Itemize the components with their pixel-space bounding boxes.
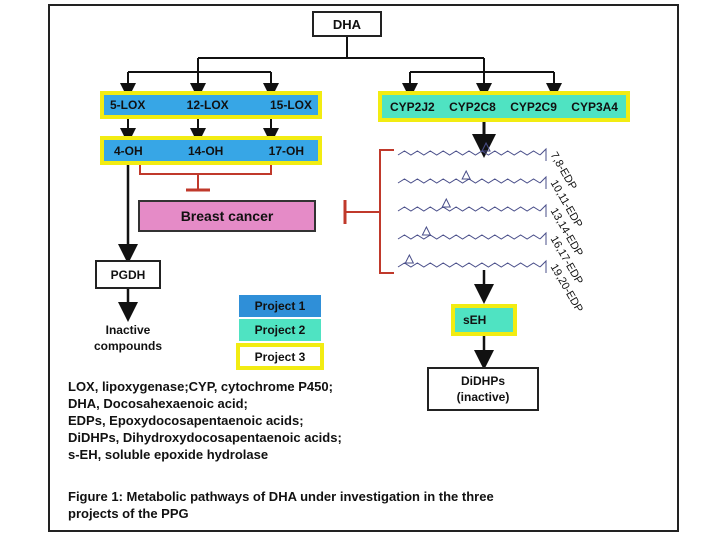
cyp-2j2: CYP2J2 xyxy=(390,99,435,114)
dha-box: DHA xyxy=(312,11,382,37)
pgdh-label: PGDH xyxy=(110,267,146,282)
oh-4: 4-OH xyxy=(114,143,143,158)
abbrev-5: s-EH, soluble epoxide hydrolase xyxy=(68,447,269,462)
lox-15: 15-LOX xyxy=(269,98,312,112)
caption-line-2: projects of the PPG xyxy=(68,506,189,521)
epoxide-ring-1 xyxy=(481,141,491,152)
lox-enzymes-box: 5-LOX 12-LOX 15-LOX xyxy=(100,91,322,119)
cyp-enzymes-box: CYP2J2 CYP2C8 CYP2C9 CYP3A4 xyxy=(378,91,630,122)
epoxide-ring-4 xyxy=(421,225,432,236)
figure-caption: Figure 1: Metabolic pathways of DHA unde… xyxy=(68,488,494,522)
cyp-3a4: CYP3A4 xyxy=(571,99,618,114)
oh-14: 14-OH xyxy=(187,143,224,158)
epoxide-chain-5 xyxy=(397,262,541,268)
carboxyl-group-3 xyxy=(539,203,547,217)
epoxide-chain-4 xyxy=(397,234,541,240)
carboxyl-group-5 xyxy=(539,259,547,273)
inactive-compounds-label: Inactive compounds xyxy=(90,322,166,354)
seh-label: sEH xyxy=(463,313,487,327)
inactive-line-1: Inactive xyxy=(105,323,151,337)
epoxide-ring-3 xyxy=(441,197,452,208)
legend-project-3-label: Project 3 xyxy=(254,349,306,364)
legend-project-3: Project 3 xyxy=(236,343,324,370)
inactive-line-2: compounds xyxy=(94,339,162,353)
pgdh-box: PGDH xyxy=(95,260,161,289)
epoxide-ring-2 xyxy=(461,169,471,180)
caption-line-1: Figure 1: Metabolic pathways of DHA unde… xyxy=(68,489,494,504)
legend-project-1: Project 1 xyxy=(239,295,321,317)
seh-box: sEH xyxy=(451,304,517,336)
didhps-line-1: DiDHPs xyxy=(460,374,505,388)
dha-label: DHA xyxy=(332,16,362,32)
legend-project-2: Project 2 xyxy=(239,319,321,341)
oh-17: 17-OH xyxy=(268,143,304,158)
carboxyl-group-4 xyxy=(539,231,547,245)
carboxyl-group-1 xyxy=(539,147,547,161)
breast-cancer-label: Breast cancer xyxy=(180,208,274,224)
epoxide-ring-5 xyxy=(404,253,415,264)
legend-project-1-label: Project 1 xyxy=(254,299,306,313)
didhps-line-2: (inactive) xyxy=(456,390,510,404)
abbrev-2: DHA, Docosahexaenoic acid; xyxy=(68,396,248,411)
didhps-box: DiDHPs (inactive) xyxy=(427,367,539,411)
legend-project-2-label: Project 2 xyxy=(254,323,306,337)
epoxide-chain-1 xyxy=(397,150,541,156)
abbrev-3: EDPs, Epoxydocosapentaenoic acids; xyxy=(68,413,304,428)
abbrev-4: DiDHPs, Dihydroxydocosapentaenoic acids; xyxy=(68,430,342,445)
epoxide-chain-3 xyxy=(397,206,541,212)
cyp-2c8: CYP2C8 xyxy=(449,99,496,114)
cyp-2c9: CYP2C9 xyxy=(510,99,557,114)
carboxyl-group-2 xyxy=(539,175,547,189)
lox-5: 5-LOX xyxy=(110,98,146,112)
abbreviations-list: LOX, lipoxygenase;CYP, cytochrome P450; … xyxy=(68,378,342,463)
hydroxy-products-box: 4-OH 14-OH 17-OH xyxy=(100,136,322,165)
breast-cancer-box: Breast cancer xyxy=(138,200,316,232)
lox-12: 12-LOX xyxy=(186,98,229,112)
abbrev-1: LOX, lipoxygenase;CYP, cytochrome P450; xyxy=(68,379,333,394)
epoxide-chain-2 xyxy=(397,178,541,184)
